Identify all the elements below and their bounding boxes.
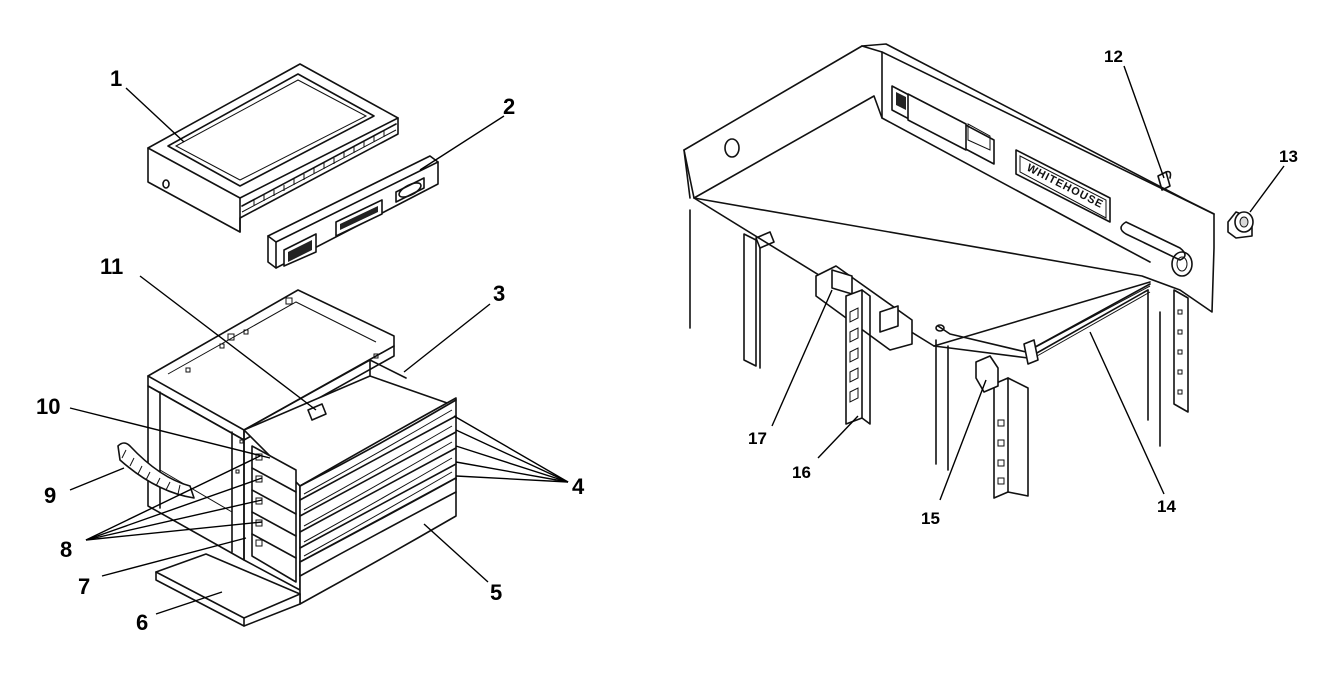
callout-6: 6: [136, 610, 148, 635]
left-callouts: 1 2 3 4 5 6 7 8 9 10 11: [36, 66, 585, 635]
part-base-plate: [155, 553, 301, 627]
left-assembly: 1 2 3 4 5 6 7 8 9 10 11: [36, 63, 585, 635]
part-small-bracket: [307, 403, 327, 421]
part-uprights: [689, 209, 1189, 499]
callout-11: 11: [100, 254, 123, 279]
callout-16: 16: [792, 463, 811, 482]
part-cable-chain: [117, 442, 195, 499]
part-top-frame: WHITEHOUSE: [683, 43, 1215, 313]
right-assembly: WHITEHOUSE: [683, 43, 1298, 528]
callout-8: 8: [60, 537, 72, 562]
part-cabinet-body: [147, 289, 407, 561]
callout-13: 13: [1279, 147, 1298, 166]
callout-14: 14: [1157, 497, 1176, 516]
part-control-panel: [267, 155, 439, 269]
part-hook-clip: [1157, 170, 1172, 191]
part-corner-clip: [975, 355, 999, 393]
callout-4: 4: [572, 474, 585, 499]
callout-15: 15: [921, 509, 940, 528]
part-top-hood: [147, 63, 399, 233]
part-drawer-stack: [299, 397, 457, 605]
callout-17: 17: [748, 429, 767, 448]
callout-10: 10: [36, 394, 60, 419]
callout-5: 5: [490, 580, 502, 605]
callout-1: 1: [110, 66, 122, 91]
part-bracket-plate: [815, 265, 913, 351]
right-leader-lines: [771, 65, 1285, 501]
part-round-knob: [1227, 211, 1254, 239]
callout-12: 12: [1104, 47, 1123, 66]
callout-9: 9: [44, 483, 56, 508]
callout-2: 2: [503, 94, 515, 119]
right-callouts: 12 13 14 15 16 17: [748, 47, 1298, 528]
callout-3: 3: [493, 281, 505, 306]
callout-7: 7: [78, 574, 90, 599]
part-tie-rod: [935, 283, 1151, 365]
left-leader-lines: [69, 87, 569, 615]
part-slotted-rail: [845, 289, 871, 425]
